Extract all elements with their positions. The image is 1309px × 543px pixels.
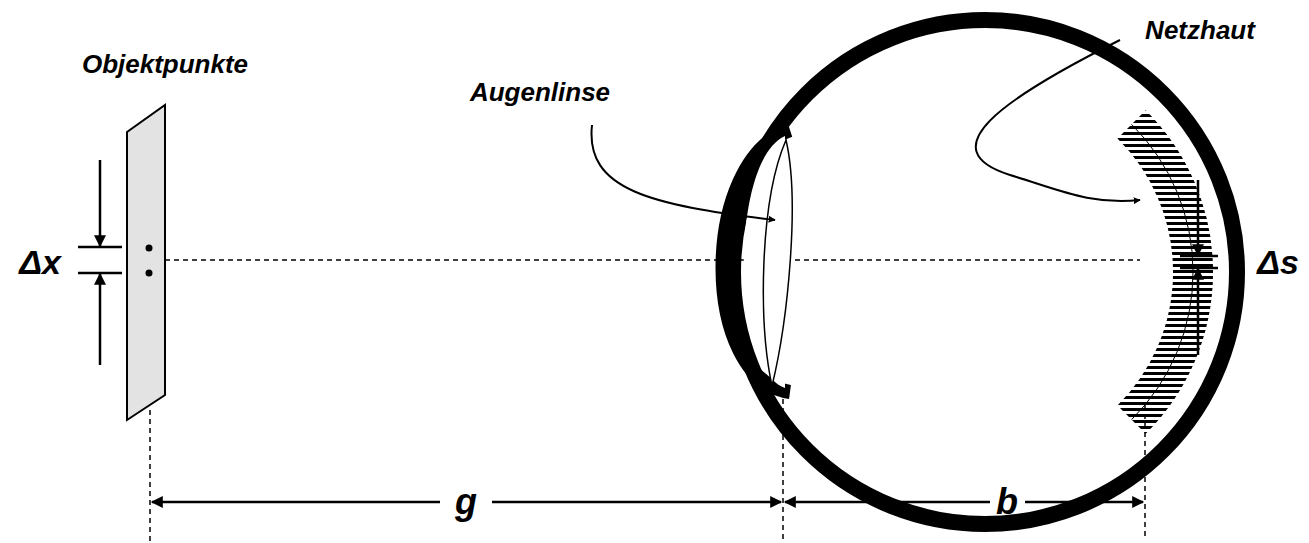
dx-dimension	[78, 160, 122, 365]
dimension-label: Δs	[1257, 245, 1299, 279]
part-name: Objektpunkte	[82, 51, 248, 77]
dimension-label: g	[455, 484, 477, 520]
eye-lens	[763, 140, 792, 386]
ds-dimension	[1180, 180, 1218, 355]
eyeball	[733, 20, 1237, 524]
part-name: Augenlinse	[470, 79, 610, 105]
part-name: Netzhaut	[1145, 17, 1255, 43]
leader-line	[976, 40, 1140, 201]
distance-dimension	[152, 501, 1143, 504]
retina	[1132, 124, 1193, 419]
optical-axis	[165, 259, 1140, 261]
dimension-label: Δx	[19, 245, 61, 279]
retina-edge	[1132, 124, 1193, 419]
object-point	[146, 270, 153, 277]
extension-line	[150, 390, 1145, 543]
object-plate	[127, 105, 165, 420]
dimension-label: b	[996, 484, 1018, 520]
object-point	[146, 245, 153, 252]
leader-line	[591, 125, 775, 220]
